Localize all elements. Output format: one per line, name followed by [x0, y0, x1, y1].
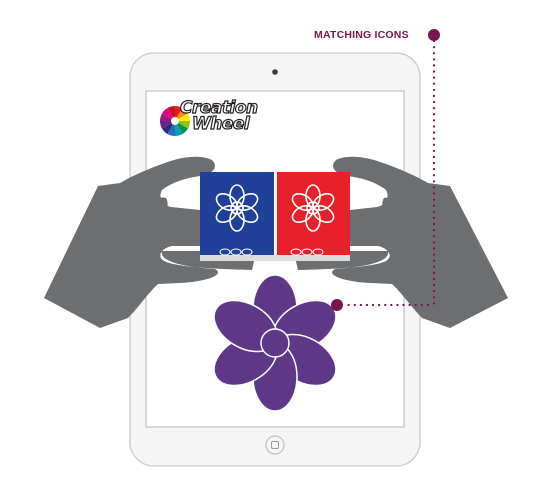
cards — [200, 172, 350, 261]
callout-connector — [331, 29, 440, 311]
logo-line-1: Creation — [179, 98, 258, 118]
logo — [160, 106, 190, 136]
left-hand-shape — [44, 156, 255, 328]
logo-wheel-segment — [175, 121, 188, 134]
flower-center — [306, 201, 320, 215]
flower-center — [260, 328, 290, 358]
flower-center — [230, 201, 244, 215]
logo-wheel-segment — [175, 108, 188, 121]
logo-wheel-segment — [175, 121, 183, 136]
flower-outline-icon — [215, 184, 259, 232]
callout-label: MATCHING ICONS — [314, 29, 409, 41]
logo-wheel-segment — [175, 106, 183, 121]
right-hand-shape — [295, 156, 508, 328]
card-shadow — [200, 255, 350, 261]
flower-outline-icon — [291, 184, 335, 232]
flower-icon — [213, 274, 337, 412]
logo-wheel-segment — [167, 121, 175, 136]
callout-dot-top — [428, 29, 440, 41]
logo-wheel-segment — [162, 121, 175, 134]
blue-card[interactable] — [200, 172, 274, 260]
callout-dot-flower — [331, 299, 343, 311]
logo-wheel-segment — [160, 121, 175, 129]
logo-text: Creation Wheel — [179, 98, 260, 134]
right-hand — [295, 156, 508, 328]
logo-wheel-segment — [175, 113, 190, 121]
logo-wheel-segment — [162, 108, 175, 121]
home-button[interactable] — [265, 435, 285, 455]
left-thumb — [150, 197, 168, 228]
logo-wheel-segment — [175, 121, 190, 129]
red-card[interactable] — [277, 172, 350, 260]
home-button-icon — [271, 441, 279, 449]
logo-wheel-segment — [167, 106, 175, 121]
logo-wheel-hub — [171, 117, 179, 125]
logo-wheel-segment — [160, 113, 175, 121]
camera-icon — [272, 69, 278, 75]
card-small-flowers — [219, 248, 324, 256]
right-thumb — [382, 197, 400, 228]
logo-line-2: Wheel — [191, 114, 250, 134]
left-hand — [44, 156, 255, 328]
